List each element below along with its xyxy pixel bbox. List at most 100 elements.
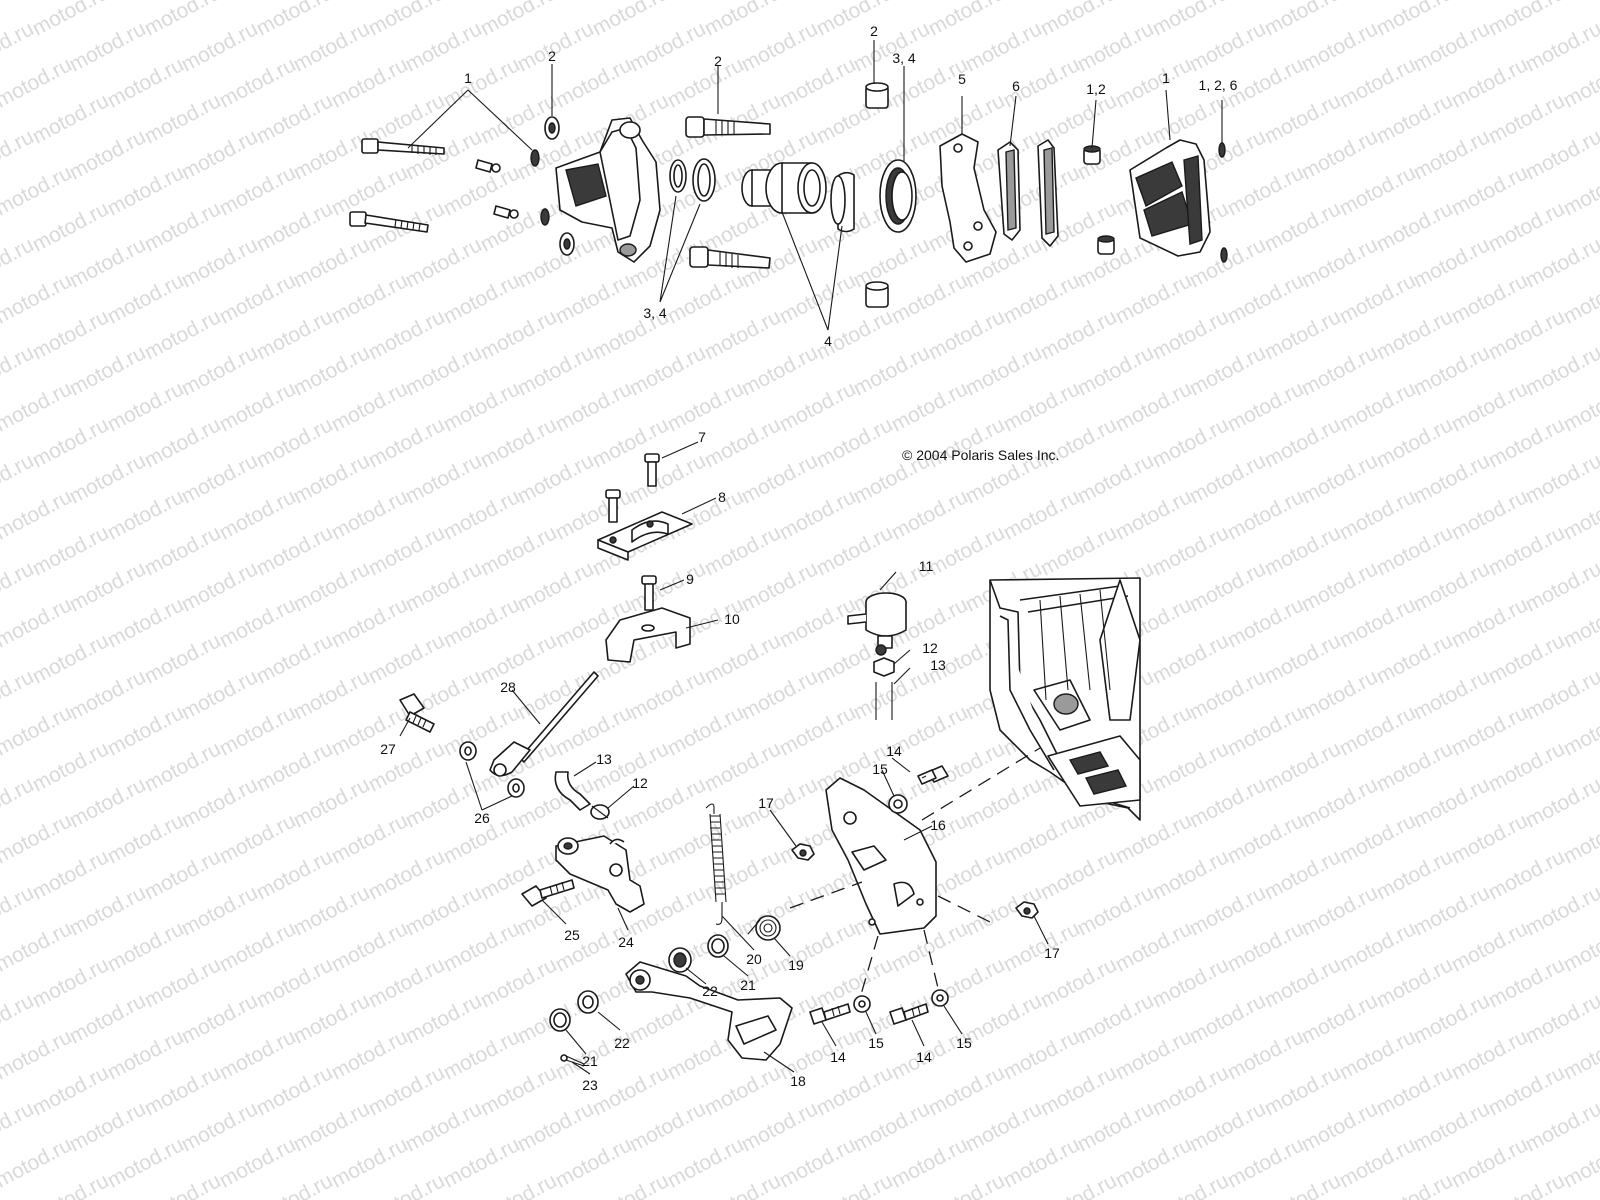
watermark-text: motod.ru: [813, 1169, 897, 1200]
watermark-text: motod.ru: [776, 53, 860, 112]
watermark-text: motod.ru: [701, 737, 785, 796]
watermark-text: motod.ru: [402, 449, 486, 508]
watermark-text: motod.ru: [253, 197, 337, 256]
watermark-text: motod.ru: [365, 521, 449, 580]
watermark-text: motod.ru: [328, 269, 412, 328]
watermark-text: motod.ru: [1336, 1133, 1420, 1192]
watermark-text: motod.ru: [925, 1169, 1009, 1200]
watermark-text: motod.ru: [1373, 305, 1457, 364]
watermark-text: motod.ru: [29, 305, 113, 364]
master-cylinder: [555, 835, 645, 913]
callout-label: 14: [916, 1049, 932, 1065]
watermark-text: motod.ru: [365, 1061, 449, 1120]
watermark-text: motod.ru: [402, 125, 486, 184]
watermark-text: motod.ru: [216, 377, 300, 436]
watermark-text: motod.ru: [328, 917, 412, 976]
watermark-text: motod.ru: [589, 413, 673, 472]
plate-washer-top: [888, 794, 908, 814]
watermark-text: motod.ru: [1224, 809, 1308, 868]
watermark-text: motod.ru: [1448, 917, 1532, 976]
watermark-text: motod.ru: [178, 773, 262, 832]
clamp-bolt-a: [644, 453, 660, 487]
watermark-text: motod.ru: [440, 1133, 524, 1192]
watermark-text: motod.ru: [216, 1025, 300, 1084]
watermark-text: motod.ru: [1485, 1061, 1569, 1120]
line-clamp-upper: [597, 511, 693, 561]
watermark-text: motod.ru: [328, 485, 412, 544]
watermark-text: motod.ru: [664, 53, 748, 112]
bushing-upper: [865, 82, 889, 109]
watermark-text: motod.ru: [66, 233, 150, 292]
piston-seal-small: [669, 159, 687, 193]
watermark-text: motod.ru: [1149, 1169, 1233, 1200]
watermark-text: motod.ru: [1373, 629, 1457, 688]
watermark-text: motod.ru: [141, 1061, 225, 1120]
callout-label: 24: [618, 934, 634, 950]
watermark-text: motod.ru: [141, 845, 225, 904]
watermark-text: motod.ru: [0, 593, 76, 652]
pedal-mount-plate: [825, 777, 937, 935]
watermark-text: motod.ru: [514, 233, 598, 292]
watermark-text: motod.ru: [253, 0, 337, 40]
watermark-text: motod.ru: [440, 1025, 524, 1084]
lower-leader-lines: [399, 441, 1049, 1075]
watermark-text: motod.ru: [1224, 1025, 1308, 1084]
watermark-text: motod.ru: [888, 1133, 972, 1192]
callout-label: 8: [718, 489, 726, 505]
plate-bolt-lower-right: [889, 1003, 929, 1025]
caliper-bolt-lower: [349, 211, 429, 233]
watermark-text: motod.ru: [1410, 773, 1494, 832]
bleeder-screw-lower: [493, 205, 519, 219]
watermark-text: motod.ru: [66, 881, 150, 940]
watermark-text: motod.ru: [925, 413, 1009, 472]
watermark-text: motod.ru: [216, 485, 300, 544]
callout-label: 27: [380, 741, 396, 757]
watermark-text: motod.ru: [1261, 413, 1345, 472]
callout-label: 1: [464, 70, 472, 86]
banjo-washer-a: [459, 741, 477, 761]
pedal-bushing-b: [577, 990, 599, 1014]
watermark-text: motod.ru: [1186, 557, 1270, 616]
watermark-text: motod.ru: [1522, 881, 1600, 940]
watermark-text: motod.ru: [253, 629, 337, 688]
watermark-text: motod.ru: [514, 1097, 598, 1156]
callout-label: 25: [564, 927, 580, 943]
watermark-text: motod.ru: [328, 701, 412, 760]
watermark-text: motod.ru: [664, 377, 748, 436]
line-clamp-lower: [605, 607, 691, 663]
watermark-text: motod.ru: [1448, 161, 1532, 220]
watermark-text: motod.ru: [813, 413, 897, 472]
watermark-text: motod.ru: [253, 89, 337, 148]
watermark-text: motod.ru: [1149, 521, 1233, 580]
callout-label: 13: [596, 751, 612, 767]
watermark-text: motod.ru: [1522, 341, 1600, 400]
watermark-text: motod.ru: [0, 161, 76, 220]
watermark-text: motod.ru: [813, 0, 897, 40]
watermark-text: motod.ru: [1037, 845, 1121, 904]
watermark-text: motod.ru: [216, 53, 300, 112]
callout-label: 20: [746, 951, 762, 967]
watermark-text: motod.ru: [962, 773, 1046, 832]
watermark-text: motod.ru: [178, 341, 262, 400]
plate-bolt-lower-left: [809, 1003, 851, 1025]
watermark-text: motod.ru: [514, 557, 598, 616]
watermark-text: motod.ru: [813, 521, 897, 580]
watermark-text: motod.ru: [1186, 881, 1270, 940]
watermark-text: motod.ru: [440, 593, 524, 652]
watermark-text: motod.ru: [1485, 521, 1569, 580]
watermark-text: motod.ru: [290, 1097, 374, 1156]
watermark-text: motod.ru: [1410, 233, 1494, 292]
watermark-text: motod.ru: [0, 701, 76, 760]
watermark-text: motod.ru: [1074, 449, 1158, 508]
watermark-text: motod.ru: [1149, 1061, 1233, 1120]
watermark-text: motod.ru: [1373, 953, 1457, 1012]
bushing-lower: [865, 281, 889, 308]
watermark-text: motod.ru: [1224, 701, 1308, 760]
watermark-text: motod.ru: [1298, 125, 1382, 184]
watermark-text: motod.ru: [178, 233, 262, 292]
callout-label: 2: [714, 53, 722, 69]
watermark-text: motod.ru: [1373, 1169, 1457, 1200]
watermark-text: motod.ru: [104, 1133, 188, 1192]
watermark-text: motod.ru: [216, 917, 300, 976]
watermark-text: motod.ru: [1000, 377, 1084, 436]
